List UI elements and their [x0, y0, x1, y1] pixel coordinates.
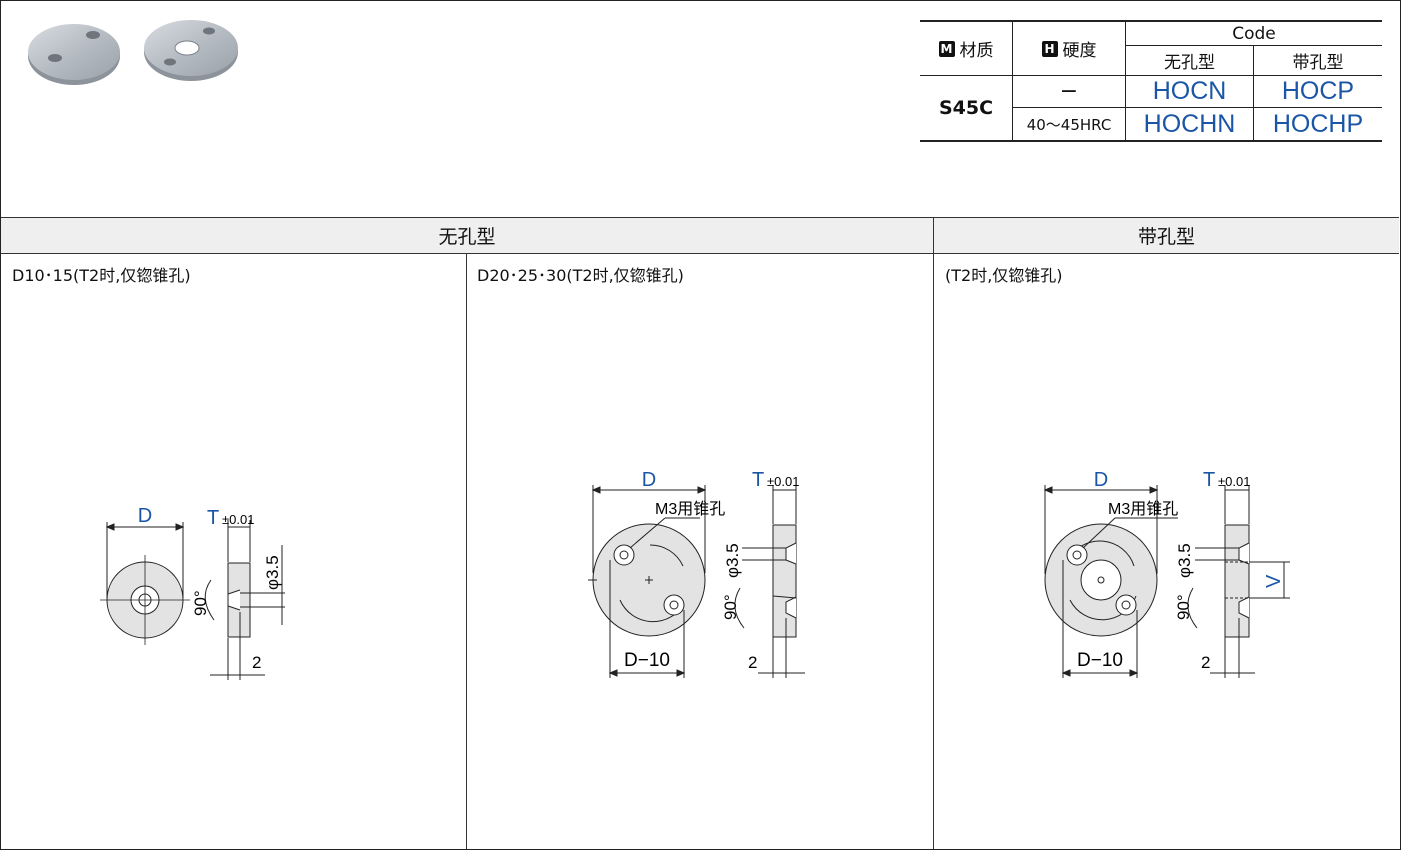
hole-dia-label: φ3.5: [263, 555, 282, 590]
angle-label: 90°: [1174, 594, 1193, 620]
dim-d-label: D: [138, 505, 152, 527]
depth-label: 2: [1201, 653, 1210, 672]
divider-main: [933, 217, 934, 849]
code-hochp: HOCHP: [1272, 109, 1364, 138]
type-no-hole-header: 无孔型: [1164, 53, 1215, 73]
note-d20-30: D20･25･30(T2时,仅锪锥孔): [477, 266, 684, 285]
angle-label: 90°: [191, 590, 210, 616]
code-hochn: HOCHN: [1143, 109, 1236, 138]
angle-label: 90°: [721, 594, 740, 620]
depth-label: 2: [252, 653, 261, 672]
pitch-label: D−10: [1077, 650, 1123, 671]
section-header-no-hole: 无孔型: [1, 217, 933, 254]
type-with-hole-header: 带孔型: [1292, 53, 1344, 73]
hole-dia-label: φ3.5: [1175, 543, 1194, 578]
section-header-with-hole: 带孔型: [934, 217, 1399, 254]
tolerance-label: ±0.01: [767, 474, 799, 489]
material-header: M 材质: [920, 22, 1012, 75]
hardness-range: 40～45HRC: [1026, 115, 1112, 134]
pitch-label: D−10: [624, 650, 670, 671]
dim-v-label: V: [1263, 574, 1285, 588]
drawing-d10-15: D T ±0.01 φ3.5 90° 2: [100, 505, 285, 680]
dim-d-label: D: [1094, 469, 1108, 491]
drawing-d20-30: D T ±0.01 M3用锥孔 D−10 φ3.5 90° 2: [588, 469, 805, 678]
note-with-hole: (T2时,仅锪锥孔): [945, 266, 1063, 285]
material-code-table: M 材质 H 硬度 Code 无孔型 带孔型 S45C − 40～45HRC H…: [920, 20, 1382, 142]
code-header: Code: [1232, 23, 1276, 44]
code-hocp: HOCP: [1281, 77, 1355, 105]
divider-sub: [466, 253, 467, 849]
hardness-none: −: [1059, 79, 1079, 104]
dim-d-label: D: [642, 469, 656, 491]
material-badge-icon: M: [938, 40, 955, 57]
dim-t-label: T: [207, 507, 219, 529]
hole-dia-label: φ3.5: [723, 543, 742, 578]
tolerance-label: ±0.01: [1218, 474, 1250, 489]
note-d10-15: D10･15(T2时,仅锪锥孔): [12, 266, 191, 285]
m3-label: M3用锥孔: [655, 500, 725, 518]
product-photo: [28, 20, 238, 85]
material-value: S45C: [938, 97, 994, 119]
dim-t-label: T: [1203, 469, 1215, 491]
drawing-with-hole: D T ±0.01 M3用锥孔 D−10 φ3.5 90° V 2: [1043, 469, 1290, 678]
dim-t-label: T: [752, 469, 764, 491]
m3-label: M3用锥孔: [1108, 500, 1178, 518]
tolerance-label: ±0.01: [222, 512, 254, 527]
depth-label: 2: [748, 653, 757, 672]
hardness-badge-icon: H: [1041, 40, 1058, 57]
hardness-header: H 硬度: [1013, 22, 1125, 75]
code-hocn: HOCN: [1152, 77, 1227, 105]
